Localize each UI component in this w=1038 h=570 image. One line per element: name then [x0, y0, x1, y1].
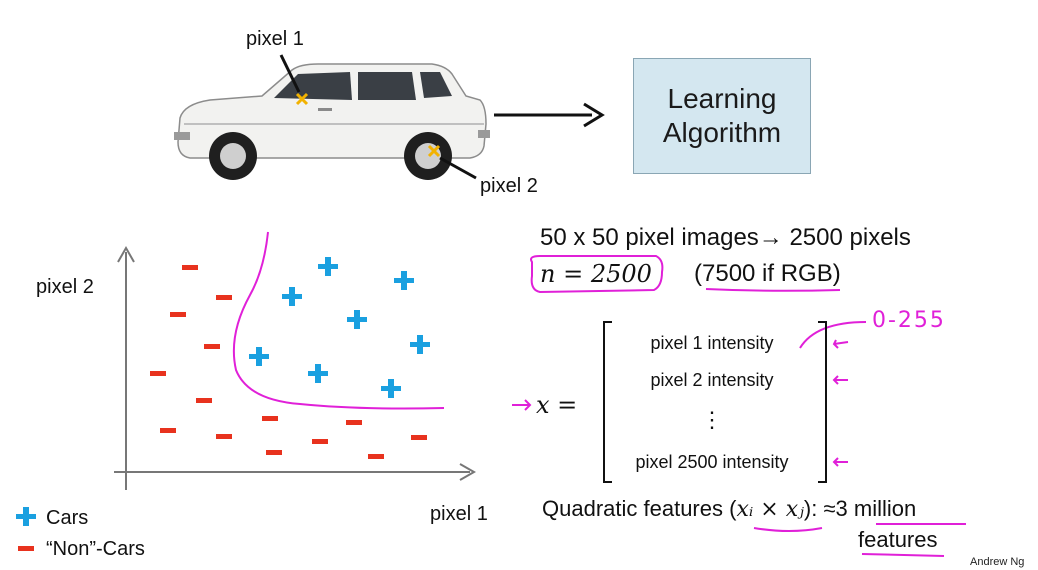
- quadratic-underline: [753, 527, 823, 532]
- noncar-point: [150, 371, 166, 376]
- x-axis-label: pixel 1: [430, 503, 488, 525]
- car-point: [410, 335, 430, 354]
- decision-boundary: [232, 231, 445, 410]
- rgb-note: (7500 if RGB): [694, 260, 841, 287]
- car-point: [308, 364, 328, 383]
- vector-entry-pixel2500: pixel 2500 intensity: [635, 452, 789, 472]
- n-circle: [530, 255, 664, 294]
- arrow-row1: [832, 339, 849, 349]
- car-point: [381, 379, 401, 398]
- range-note: 0-255: [872, 308, 946, 333]
- scatter-axes: [114, 245, 477, 490]
- images-line: 50 x 50 pixel images→ 2500 pixels: [540, 224, 911, 251]
- quadratic-line: Quadratic features (xᵢ × xⱼ): ≈3 million: [542, 496, 916, 522]
- noncar-point: [266, 450, 282, 455]
- noncar-point: [182, 265, 198, 270]
- features-word: features: [858, 527, 938, 552]
- legend-car-symbol: [16, 507, 36, 526]
- legend-noncars-label: “Non”-Cars: [46, 538, 145, 560]
- noncar-point: [262, 416, 278, 421]
- quadratic-suffix: ): ≈3 million: [803, 496, 917, 521]
- pixel2-marker: [427, 144, 441, 158]
- car-illustration: [174, 63, 490, 180]
- noncar-point: [160, 428, 176, 433]
- n-equation: n = 2500: [540, 260, 652, 288]
- noncar-point: [204, 344, 220, 349]
- vector-brackets: [603, 321, 827, 483]
- noncar-point: [216, 434, 232, 439]
- noncar-point: [312, 439, 328, 444]
- learning-algorithm-box: Learning Algorithm: [633, 58, 811, 174]
- arrow-row2: [832, 375, 848, 385]
- car-point: [347, 310, 367, 329]
- x-eq-arrow: [512, 399, 532, 411]
- pixel2-pointer: [439, 156, 477, 180]
- car-point: [394, 271, 414, 290]
- car-points: [249, 257, 430, 398]
- handwritten-annotations: [512, 255, 966, 557]
- car-point: [249, 347, 269, 366]
- noncar-points: [150, 265, 427, 459]
- pixel1-marker: [295, 92, 309, 106]
- vector-entry-ellipsis: ⋮: [701, 407, 723, 432]
- noncar-point: [216, 295, 232, 300]
- pixel1-pointer: [279, 54, 301, 93]
- noncar-point: [196, 398, 212, 403]
- credit: Andrew Ng: [970, 556, 1025, 568]
- algorithm-line2: Algorithm: [662, 117, 782, 148]
- rgb-underline: [705, 288, 841, 292]
- pixel1-label: pixel 1: [246, 28, 304, 50]
- arrow-to-algorithm: [494, 102, 605, 128]
- car-point: [282, 287, 302, 306]
- features-underline: [861, 553, 945, 557]
- range-stroke: [799, 321, 867, 349]
- vector-entry-pixel1: pixel 1 intensity: [650, 333, 774, 353]
- noncar-point: [411, 435, 427, 440]
- quadratic-prefix: Quadratic features (: [542, 496, 737, 521]
- noncar-point: [170, 312, 186, 317]
- pixel2-label: pixel 2: [480, 175, 538, 197]
- arrow-row4: [832, 457, 848, 467]
- legend-noncar-symbol: [18, 546, 34, 551]
- legend-cars-label: Cars: [46, 507, 89, 529]
- quadratic-math: xᵢ × xⱼ: [736, 497, 804, 522]
- y-axis-label: pixel 2: [36, 276, 94, 298]
- car-point: [318, 257, 338, 276]
- x-equals: x =: [536, 391, 578, 419]
- noncar-point: [368, 454, 384, 459]
- vector-entry-pixel2: pixel 2 intensity: [650, 370, 774, 390]
- algorithm-line1: Learning: [667, 83, 777, 114]
- noncar-point: [346, 420, 362, 425]
